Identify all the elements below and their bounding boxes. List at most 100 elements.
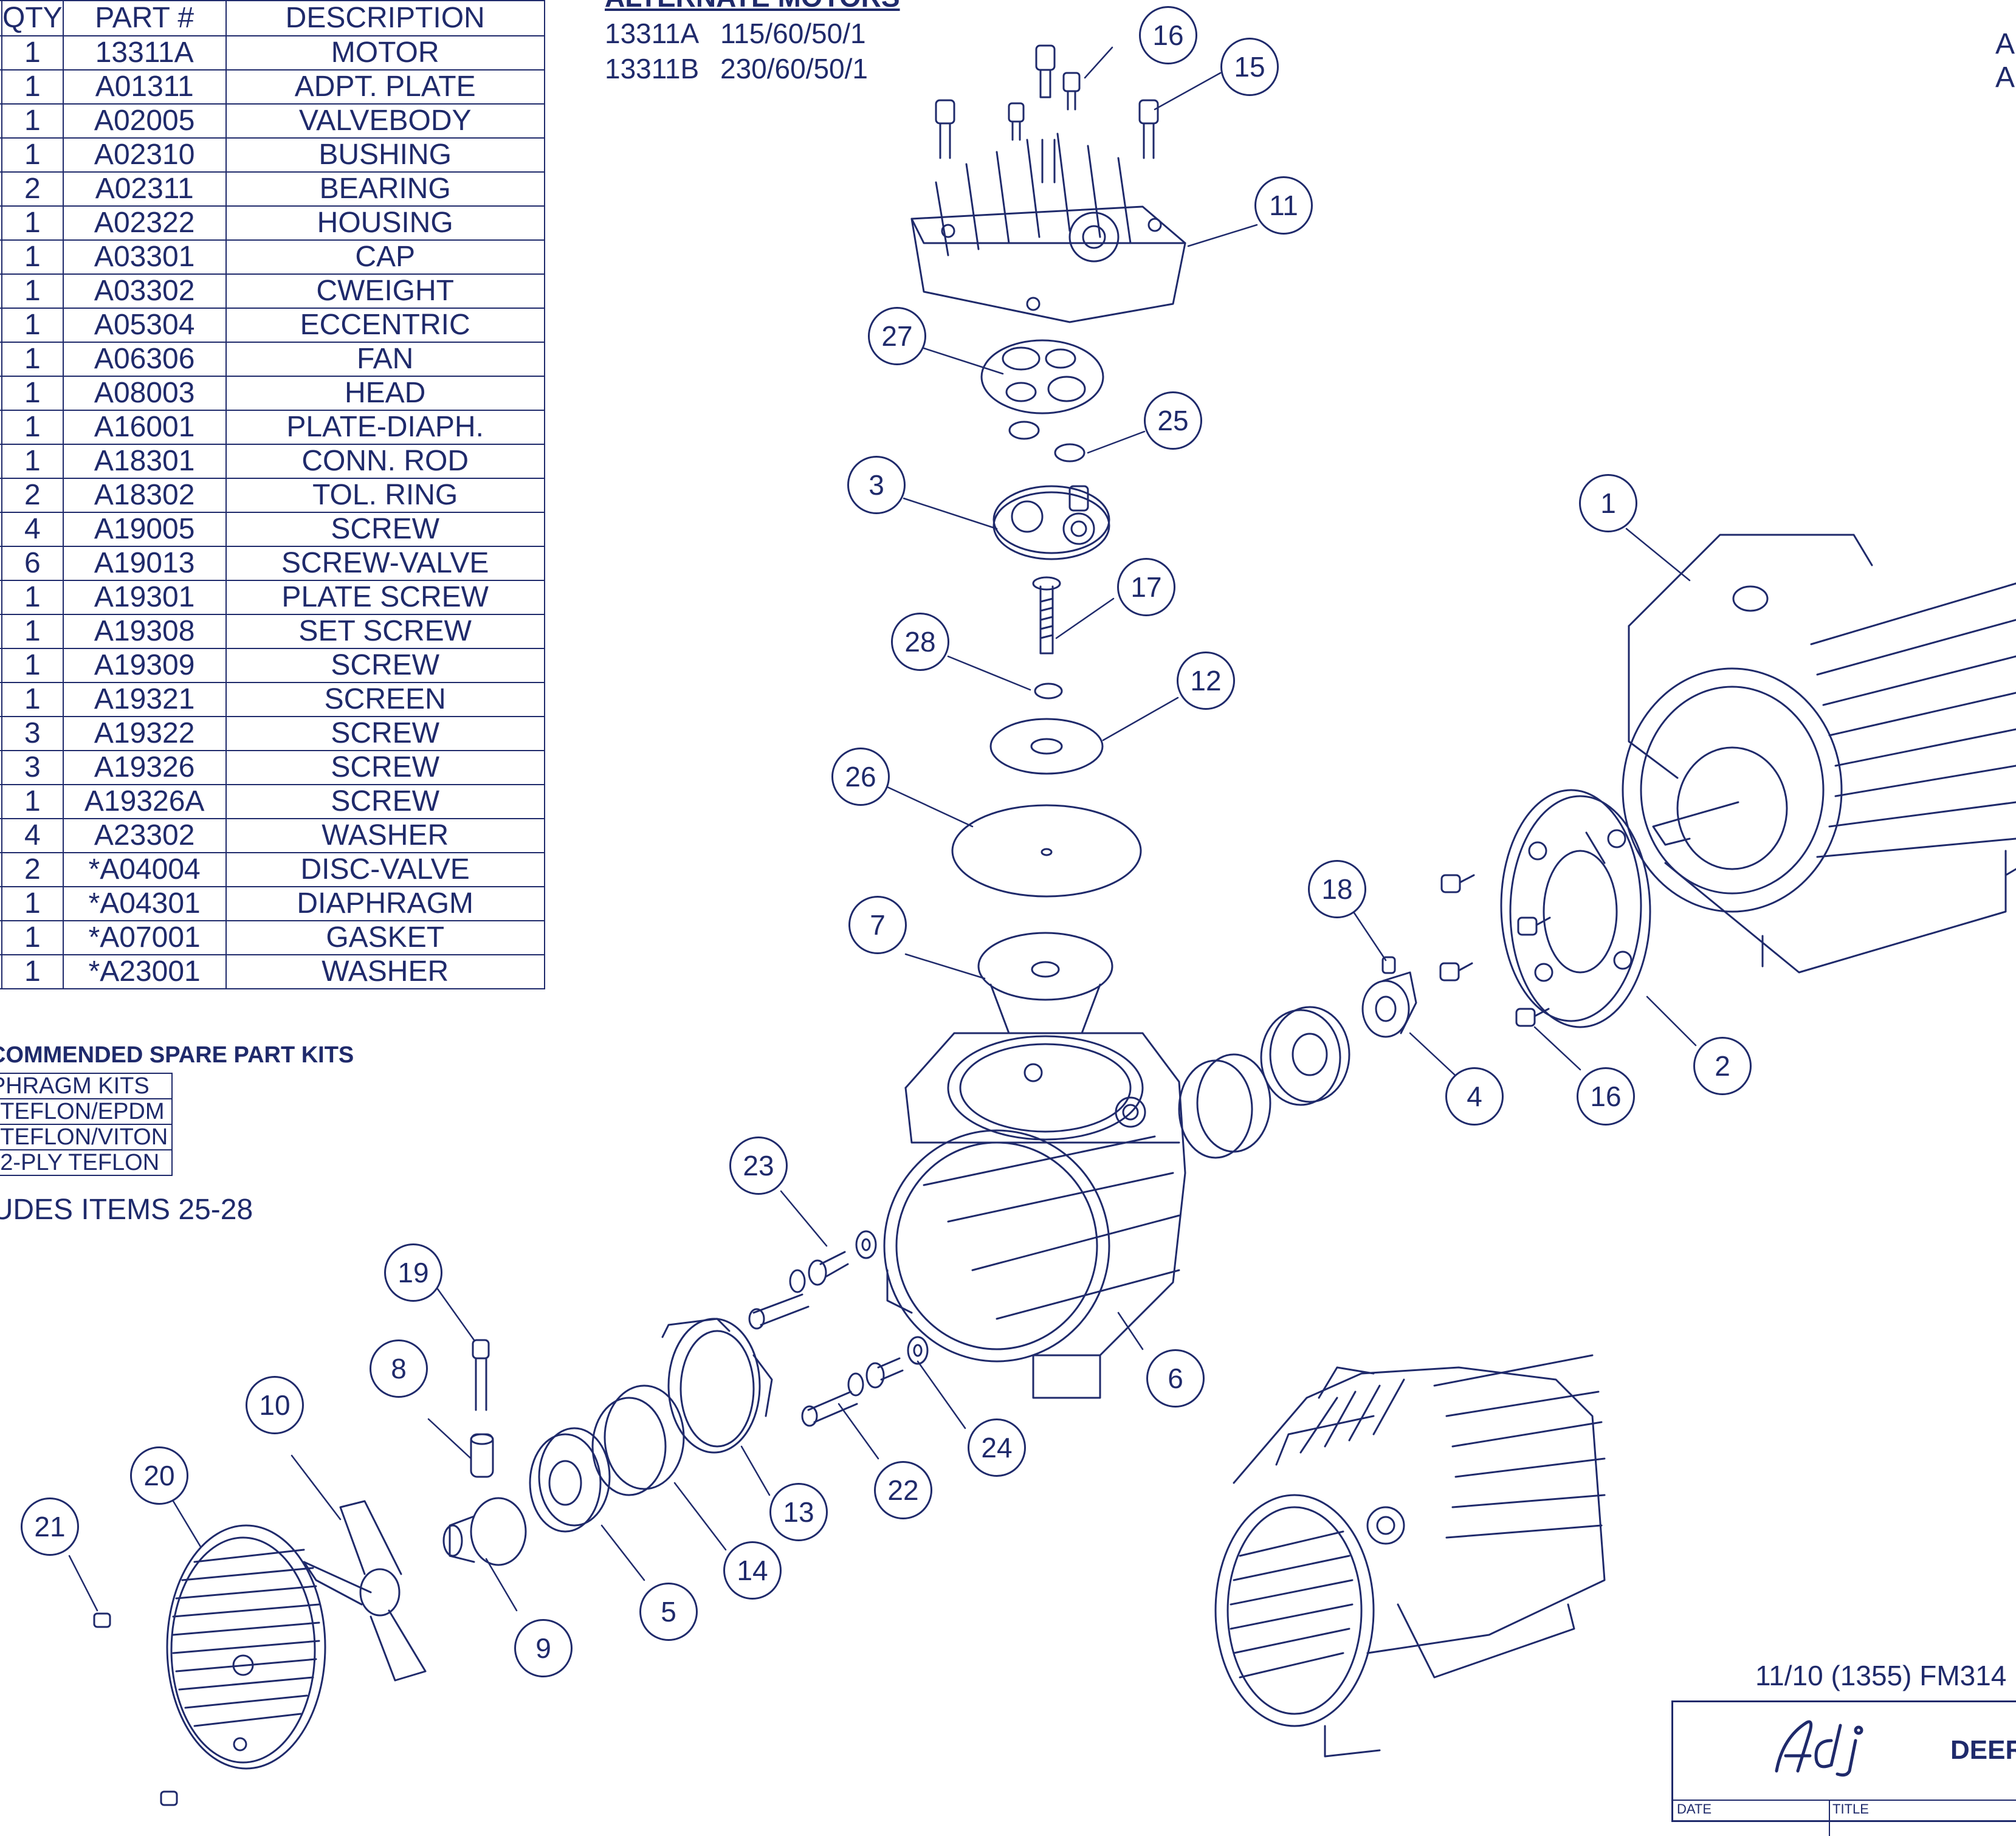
title-block-divider [1673,1800,2016,1801]
item-number-cell [0,750,2,785]
item-number-cell [0,410,2,445]
item-balloon: 23 [729,1136,788,1195]
part-number-cell: A03302 [62,273,227,309]
part-number-cell: A18302 [62,478,227,513]
description-column-header: DESCRIPTION [225,0,545,36]
item-number-cell [0,171,2,207]
item-balloon: 18 [1308,860,1366,918]
company-logo [1775,1720,1863,1777]
item-number-cell [0,103,2,139]
description-cell: BUSHING [225,137,545,173]
part-number-cell: *A23001 [62,954,227,989]
valve-screws [748,1230,929,1427]
head-part [910,132,1186,323]
description-cell: DISC-VALVE [225,852,545,887]
item-number-cell [0,716,2,751]
kits-header-row: IAPHRAGM KITS [0,1073,173,1099]
description-cell: WASHER [225,954,545,989]
item-balloon: 16 [1577,1067,1635,1126]
part-number-cell: A19309 [62,648,227,683]
tol-ring-part [591,1384,685,1496]
part-number-cell: A03301 [62,239,227,275]
qty-cell: 1 [1,648,64,683]
bushing-small-part [470,1339,494,1478]
item-balloon: 24 [968,1418,1026,1477]
part-number-cell: A19322 [62,716,227,751]
bushing-part [1178,1053,1271,1159]
qty-cell: 1 [1,614,64,649]
qty-cell: 2 [1,852,64,887]
item-balloon: 15 [1220,38,1279,96]
diaphragm-plate-part [989,718,1104,775]
spare-kits-table: IAPHRAGM KITS 05 TEFLON/EPDM 06 TEFLON/V… [0,1073,173,1176]
qty-cell: 2 [1,478,64,513]
part-number-cell: *A04301 [62,886,227,921]
part-number-cell: A02310 [62,137,227,173]
part-number-cell: A05304 [62,308,227,343]
description-cell: SET SCREW [225,614,545,649]
kit-row: 05 TEFLON/EPDM [0,1098,173,1125]
part-number-cell: 13311A [62,35,227,70]
spare-kits-title: COMMENDED SPARE PART KITS [0,1042,354,1068]
item-number-cell [0,137,2,173]
description-cell: GASKET [225,920,545,955]
description-cell: SCREW [225,750,545,785]
fan-part [303,1500,427,1682]
description-cell: BEARING [225,171,545,207]
title-label: TITLE [1832,1801,1869,1817]
adapter-plate-part [1500,789,1651,1028]
kits-includes-note: LUDES ITEMS 25-28 [0,1194,253,1226]
item-column-header: M [0,0,2,36]
qty-cell: 1 [1,376,64,411]
part-number-cell: A19326A [62,784,227,819]
qty-cell: 1 [1,69,64,105]
part-number-cell: A19326 [62,750,227,785]
description-cell: ECCENTRIC [225,308,545,343]
valve-disc-part [1054,443,1085,462]
item-number-cell [0,444,2,479]
item-number-cell [0,886,2,921]
title-block: DEER DATE TITLE [1671,1700,2016,1836]
parts-list-table: M QTY PART # DESCRIPTION 113311AMOTOR1A0… [0,0,545,989]
description-cell: ADPT. PLATE [225,69,545,105]
item-number-cell [0,35,2,70]
item-number-cell [0,478,2,513]
motor-code: 13311B [605,53,700,84]
item-balloon: 13 [769,1483,828,1541]
item-balloon: 11 [1254,176,1313,235]
item-number-cell [0,682,2,717]
clipped-edge-text: A [1995,61,2015,94]
qty-cell: 1 [1,580,64,615]
qty-cell: 1 [1,784,64,819]
screen-part [166,1524,326,1770]
cweight-part [442,1497,527,1566]
head-screws [935,44,1159,184]
description-cell: SCREW [225,716,545,751]
qty-cell: 1 [1,239,64,275]
qty-cell: 1 [1,205,64,241]
description-cell: MOTOR [225,35,545,70]
item-balloon: 12 [1177,652,1235,710]
qty-cell: 1 [1,35,64,70]
item-number-cell [0,342,2,377]
item-number-cell [0,580,2,615]
kit-name: TEFLON/VITON [0,1124,173,1150]
qty-cell: 1 [1,682,64,717]
item-number-cell [0,648,2,683]
description-cell: SCREW [225,648,545,683]
part-number-cell: A01311 [62,69,227,105]
item-number-cell [0,376,2,411]
description-cell: WASHER [225,818,545,853]
part-number-cell: *A04004 [62,852,227,887]
qty-cell: 1 [1,308,64,343]
leader-lines [68,46,1697,1612]
